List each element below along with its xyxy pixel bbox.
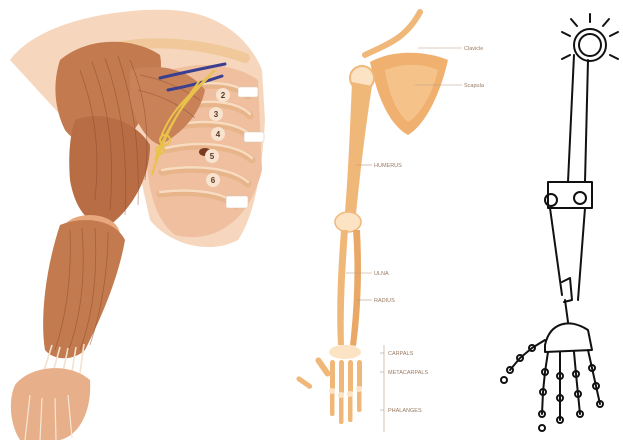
rib-number-5: 5 (210, 152, 215, 161)
rib-number-2: 2 (221, 91, 226, 100)
rib-number-4: 4 (216, 130, 221, 139)
mechanical-arm-panel (501, 14, 618, 431)
elbow-pin-left (545, 194, 557, 206)
elbow-joint (335, 212, 361, 232)
muscular-arm-panel: 2 3 4 5 6 (10, 10, 265, 440)
skeleton-hand (295, 345, 362, 424)
radius-bone (350, 230, 361, 346)
label-radius: RADIUS (374, 298, 395, 304)
elbow-pin-right (574, 192, 586, 204)
skeletal-arm-panel: Clavicle Scapula HUMERUS ULNA RADIUS CAR… (295, 12, 484, 432)
label-scapula: Scapula (464, 83, 485, 89)
rib-number-3: 3 (214, 110, 219, 119)
hand (11, 368, 90, 440)
humerus-bone (345, 82, 372, 214)
shoulder-gear-icon (562, 14, 618, 61)
rib-number-6: 6 (211, 176, 216, 185)
label-clavicle: Clavicle (464, 46, 483, 52)
skeleton-clavicle (365, 12, 420, 55)
ulna-bone (337, 230, 348, 345)
hand-base (545, 323, 592, 352)
label-humerus: HUMERUS (374, 163, 402, 169)
label-ulna: ULNA (374, 271, 389, 277)
forearm-bracket (562, 278, 572, 302)
label-metacarpals: METACARPALS (388, 370, 428, 376)
mechanical-fingers (501, 340, 603, 431)
label-carpals: CARPALS (388, 351, 414, 357)
label-phalanges: PHALANGES (388, 408, 422, 414)
